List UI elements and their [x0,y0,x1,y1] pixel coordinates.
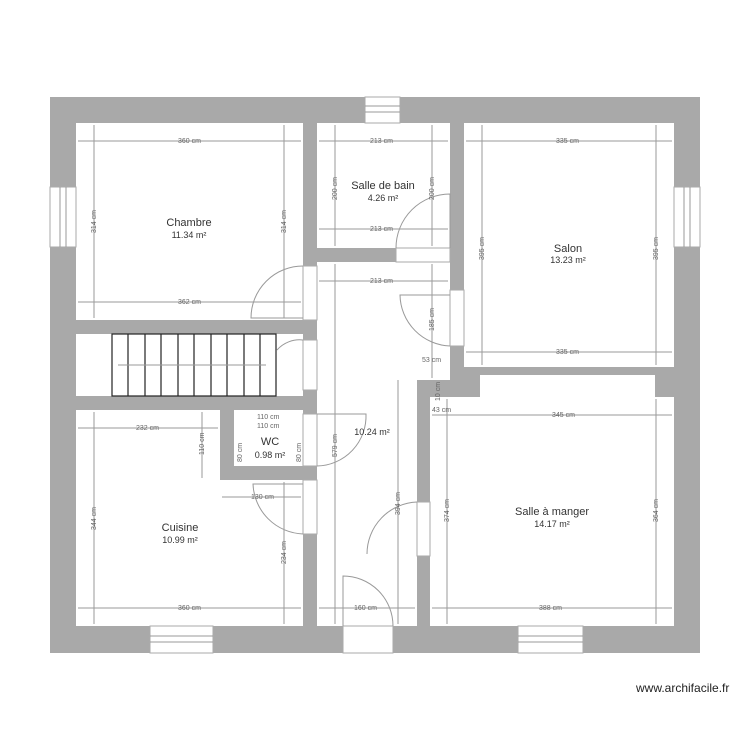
dim-label: 110 cm [257,423,280,430]
salon-opening [480,375,655,397]
window [49,186,77,248]
window [149,625,214,654]
dim-label: 394 cm [395,492,402,515]
dim-label: 388 cm [539,605,562,612]
dim-label: 200 cm [332,177,339,200]
door-sdb[interactable] [395,193,451,263]
dim-label: 395 cm [653,237,660,260]
dim-label: 314 cm [91,210,98,233]
dim-label: 213 cm [370,138,393,145]
room-chambre[interactable] [76,123,303,320]
dim-label: 10 cm [435,382,442,401]
watermark: www.archifacile.fr [636,681,730,695]
dim-label: 53 cm [422,357,441,364]
door-stair[interactable] [276,339,318,391]
dim-label: 579 cm [332,434,339,457]
room-name-wc: WC [261,436,279,448]
dim-label: 80 cm [296,443,303,462]
dim-label: 234 cm [281,541,288,564]
room-name-cuisine: Cuisine [162,522,199,534]
dim-label: 362 cm [178,299,201,306]
dim-label: 185 cm [429,308,436,331]
door-sam[interactable] [366,501,431,557]
room-area-sam: 14.17 m² [534,519,570,529]
dim-label: 130 cm [251,494,274,501]
room-name-sam: Salle à manger [515,506,589,518]
room-salon[interactable] [464,123,674,367]
dim-label: 374 cm [444,499,451,522]
dim-label: 364 cm [653,499,660,522]
door-entrance[interactable] [342,575,394,654]
dim-label: 344 cm [91,507,98,530]
room-area-chambre: 11.34 m² [172,230,207,240]
room-area-salon: 13.23 m² [550,255,586,265]
door-chambre[interactable] [250,265,318,321]
staircase [111,333,277,397]
room-hall-upper[interactable] [317,262,450,380]
window [673,186,701,248]
dim-label: 360 cm [178,138,201,145]
wall-junction [430,380,450,397]
dim-label: 345 cm [552,412,575,419]
door-wc[interactable] [302,413,367,467]
door-cuisine[interactable] [252,479,318,535]
dim-label: 395 cm [479,237,486,260]
room-area-hall: 10.24 m² [354,427,390,437]
window [517,625,584,654]
door-salon[interactable] [399,289,465,347]
room-wc[interactable] [234,410,303,466]
room-salle-a-manger[interactable] [430,397,674,626]
dim-label: 360 cm [178,605,201,612]
dim-label: 110 cm [257,414,280,421]
dim-label: 160 cm [354,605,377,612]
dim-label: 200 cm [429,177,436,200]
window [364,96,401,124]
dim-label: 213 cm [370,278,393,285]
dim-label: 110 cm [199,432,206,455]
dim-label: 213 cm [370,226,393,233]
room-name-chambre: Chambre [166,217,211,229]
room-area-sdb: 4.26 m² [368,193,399,203]
room-area-cuisine: 10.99 m² [162,535,198,545]
dim-label: 80 cm [237,443,244,462]
room-hall[interactable] [317,380,417,626]
room-name-salon: Salon [554,243,582,255]
dim-label: 43 cm [432,407,451,414]
room-area-wc: 0.98 m² [255,450,286,460]
dimension-lines [78,125,672,624]
dim-label: 314 cm [281,210,288,233]
room-salle-de-bain[interactable] [317,123,450,248]
room-name-sdb: Salle de bain [351,180,415,192]
dim-label: 335 cm [556,349,579,356]
dim-label: 335 cm [556,138,579,145]
dim-label: 232 cm [136,425,159,432]
